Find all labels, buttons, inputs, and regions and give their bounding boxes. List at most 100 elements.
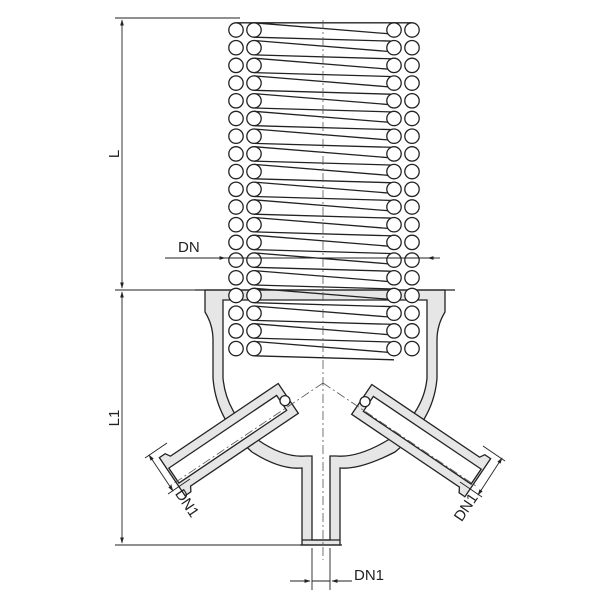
coil-turn-strand xyxy=(253,231,395,237)
coil-tube-section xyxy=(228,199,244,215)
coil-turn-strand xyxy=(253,337,395,343)
coil-tube-section xyxy=(246,39,262,56)
coil-tube-section xyxy=(246,287,262,304)
coil-turn-strand xyxy=(253,92,395,106)
coil-tube-section xyxy=(404,181,420,198)
coil-tube-section xyxy=(246,181,262,198)
coil-tube-section xyxy=(246,92,262,109)
coil-tube-section xyxy=(386,252,402,268)
coil-tube-section xyxy=(246,22,262,38)
left-nozzle xyxy=(158,382,300,497)
left-nozzle-port xyxy=(279,394,291,407)
coil-turn-strand xyxy=(253,57,395,71)
right-nozzle-port xyxy=(359,395,371,408)
coil-tube-section xyxy=(246,234,262,251)
coil-turn-strand xyxy=(253,125,395,131)
dimension-DN1-right-label: DN1 xyxy=(451,490,482,524)
coil-tube-section xyxy=(228,146,244,162)
coil-tube-section xyxy=(246,252,262,268)
dimension-DN-label: DN xyxy=(178,239,200,256)
coil-turn-strand xyxy=(253,252,395,265)
coil-tube-section xyxy=(228,128,244,145)
coil-tube-section xyxy=(404,110,420,127)
coil-turn-strand xyxy=(253,284,395,290)
coil-tube-section xyxy=(386,199,402,215)
coil-turn-strand xyxy=(253,22,395,35)
coil-tube-section xyxy=(386,22,402,38)
coil-turn-strand xyxy=(253,287,395,301)
coil-tube-section xyxy=(404,323,420,339)
coil-turn-strand xyxy=(253,319,395,326)
coil-tube-section xyxy=(404,22,420,38)
dimension-L1-label: L1 xyxy=(106,410,123,427)
coil-tube-section xyxy=(246,163,262,180)
coil-turn-strand xyxy=(253,39,395,53)
coil-turn-strand xyxy=(253,181,395,195)
coil-tube-section xyxy=(228,57,244,74)
coil-tube-section xyxy=(246,305,262,322)
coil-tube-section xyxy=(246,323,262,339)
dimension-DN1-bottom: DN1 xyxy=(290,548,384,590)
coil-tube-section xyxy=(246,199,262,215)
coil-turn-strand xyxy=(253,269,395,283)
coil-turn-strand xyxy=(253,75,395,88)
dimension-DN: DN xyxy=(165,239,440,260)
coil-tube-section xyxy=(404,340,420,357)
coil-tube-section xyxy=(386,269,402,286)
coil-tube-section xyxy=(386,57,402,74)
coil-tube-section xyxy=(228,234,244,251)
coil-turn-strand xyxy=(253,178,395,184)
coil-tube-section xyxy=(386,216,402,233)
coil-tube-section xyxy=(246,216,262,233)
dimension-DN1-bottom-label: DN1 xyxy=(354,567,384,584)
coil-tube-section xyxy=(246,110,262,127)
coil-turn-strand xyxy=(253,163,395,177)
coil-turn-strand xyxy=(253,54,395,60)
coil-tube-section xyxy=(228,323,244,339)
left-nozzle-centerline xyxy=(169,382,324,487)
coil-turn-strand xyxy=(253,160,395,166)
coil-tube-section xyxy=(246,57,262,74)
coil-tube-section xyxy=(404,252,420,268)
coil-tube-section xyxy=(386,305,402,322)
right-nozzle xyxy=(350,383,492,498)
coil-turn-strand xyxy=(253,146,395,159)
coil-tube-section xyxy=(404,128,420,145)
coil-tube-section xyxy=(228,75,244,91)
coil-tube-section xyxy=(404,39,420,56)
coil-turn-strand xyxy=(253,213,395,219)
coil-tube-section xyxy=(246,340,262,357)
coil-tube-section xyxy=(246,269,262,286)
coil-tube-section xyxy=(228,181,244,198)
bottom-nozzle xyxy=(300,539,342,546)
coil-tube-section xyxy=(246,128,262,145)
coil-tube-section xyxy=(386,340,402,357)
coil-turn-strand xyxy=(253,305,395,319)
coil-tube-section xyxy=(386,75,402,91)
coil-tube-section xyxy=(404,269,420,286)
coil-tube-section xyxy=(386,39,402,56)
coil-tube-section xyxy=(228,269,244,286)
coil-turn-strand xyxy=(253,248,395,255)
coil-turn-strand xyxy=(253,128,395,142)
coil-tube-section xyxy=(228,110,244,127)
coil-tube-section xyxy=(404,75,420,91)
coil-turn-strand xyxy=(253,266,395,272)
coil-turn-strand xyxy=(253,216,395,230)
coil-tube-section xyxy=(404,216,420,233)
coil-turn-strand xyxy=(253,89,395,95)
coil-turn-strand xyxy=(253,302,395,308)
coil-tube-section xyxy=(228,22,244,38)
coil-tube-section xyxy=(386,128,402,145)
coil-turn-strand xyxy=(253,107,395,113)
dimension-L1: L1 xyxy=(106,291,302,546)
coil-tube-section xyxy=(386,92,402,109)
coil-tube-section xyxy=(246,75,262,91)
right-nozzle-centerline xyxy=(322,382,477,487)
coil-tube-section xyxy=(228,305,244,322)
coil-tube-section xyxy=(386,110,402,127)
coil-turn-strand xyxy=(253,36,395,42)
coil-tube-section xyxy=(246,146,262,162)
coil-tube-section xyxy=(404,287,420,304)
